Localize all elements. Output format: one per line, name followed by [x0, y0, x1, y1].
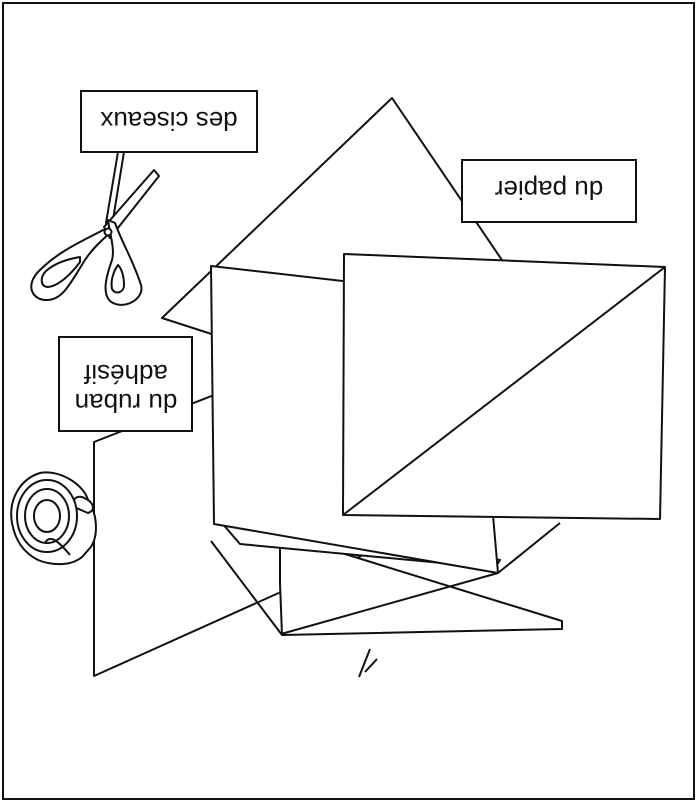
label-tape-line2: adhésif — [83, 359, 168, 389]
tape-dispenser-icon — [11, 472, 96, 564]
label-paper: du papier — [462, 160, 636, 222]
rotated-group: du papier des ciseaux du ruban adhésif — [11, 91, 665, 677]
label-scissors-text: des ciseaux — [100, 106, 237, 136]
label-tape: du ruban adhésif — [59, 337, 192, 431]
label-tape-line1: du ruban — [75, 388, 178, 418]
label-scissors: des ciseaux — [81, 91, 257, 152]
paper-sheet-front — [343, 254, 665, 519]
label-paper-text: du papier — [494, 175, 603, 205]
scissors-icon — [31, 152, 159, 305]
